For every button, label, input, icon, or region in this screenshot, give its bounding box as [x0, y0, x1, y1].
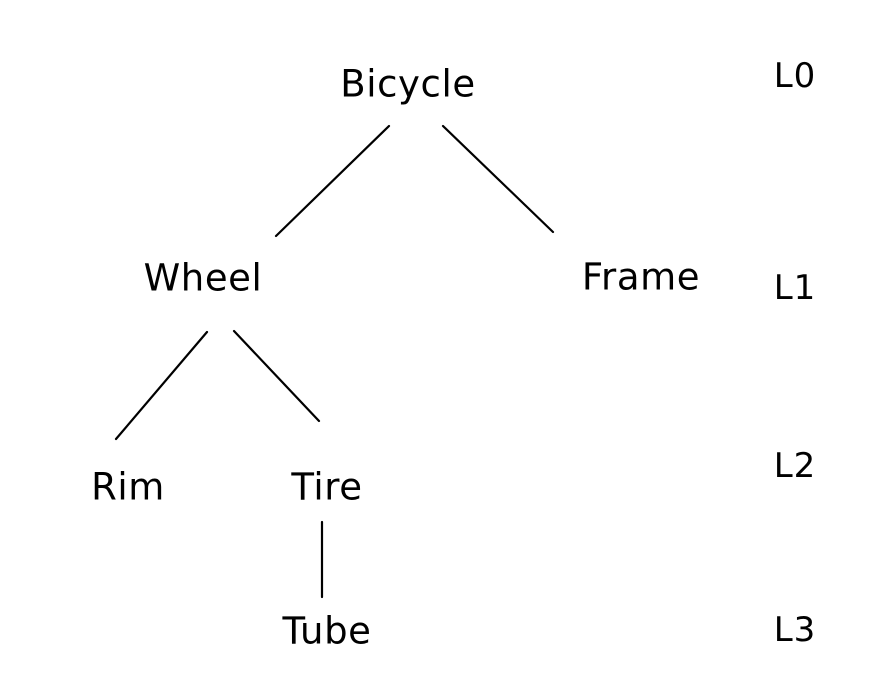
- edge-bicycle-wheel: [274, 124, 391, 238]
- node-tube: Tube: [282, 609, 372, 653]
- node-wheel: Wheel: [143, 256, 263, 300]
- node-frame: Frame: [581, 255, 701, 299]
- node-rim: Rim: [91, 465, 165, 509]
- level-label-l1: L1: [773, 268, 817, 308]
- edge-wheel-rim: [114, 330, 209, 441]
- edge-wheel-tire: [232, 329, 321, 423]
- edge-bicycle-frame: [441, 124, 555, 234]
- node-bicycle: Bicycle: [340, 62, 476, 106]
- node-tire: Tire: [291, 465, 363, 509]
- level-label-l3: L3: [773, 610, 817, 650]
- edge-group: [114, 124, 555, 599]
- level-label-l0: L0: [773, 56, 817, 96]
- level-label-l2: L2: [773, 446, 817, 486]
